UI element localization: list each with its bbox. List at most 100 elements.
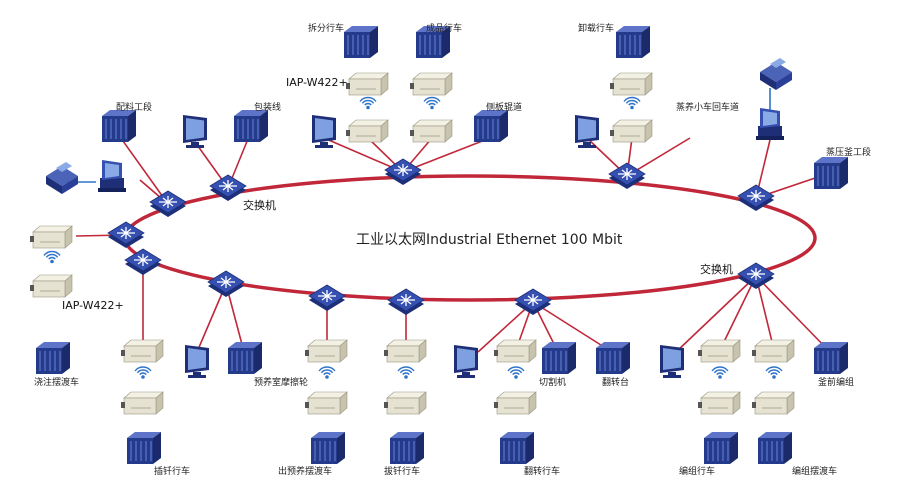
- printer-icon: [46, 162, 78, 194]
- workstation-icon: [756, 108, 784, 140]
- monitor-icon: [454, 345, 478, 378]
- switch-icon: [308, 284, 346, 311]
- wifi-icon: [711, 366, 729, 379]
- access-point-icon: [384, 339, 427, 363]
- server-icon: [542, 342, 576, 374]
- monitor-icon: [660, 345, 684, 378]
- monitor-icon: [183, 115, 207, 148]
- server-icon: [474, 110, 508, 142]
- switch-icon: [384, 158, 422, 185]
- access-point-icon: [752, 391, 795, 415]
- label-baozhuang: 包装线: [254, 103, 282, 113]
- label-bianzubaidu: 编组摆渡车: [792, 467, 838, 477]
- wifi-icon: [423, 96, 441, 110]
- access-point-icon: [410, 72, 453, 96]
- access-point-icon: [494, 339, 537, 363]
- monitor-icon: [312, 115, 336, 148]
- link-line: [225, 283, 245, 353]
- server-icon: [704, 432, 738, 464]
- access-point-icon: [698, 339, 741, 363]
- wifi-icon: [318, 366, 336, 379]
- server-icon: [416, 26, 450, 58]
- link-line: [117, 133, 169, 205]
- access-point-icon: [346, 72, 389, 96]
- access-point-icon: [305, 339, 348, 363]
- network-nodes: [30, 26, 848, 464]
- access-point-icon: [610, 72, 653, 96]
- access-point-icon: [610, 119, 653, 143]
- server-icon: [311, 432, 345, 464]
- label-zhengyang: 蒸养小车回车道: [676, 103, 740, 113]
- switch-icon: [107, 221, 145, 248]
- server-icon: [596, 342, 630, 374]
- label-chuyu: 出预养摆渡车: [278, 467, 333, 477]
- server-icon: [228, 342, 262, 374]
- switch-icon: [737, 184, 775, 211]
- access-point-icon: [410, 119, 453, 143]
- label-switch-right: 交换机: [700, 263, 733, 276]
- switch-icon: [149, 190, 187, 217]
- access-point-icon: [346, 119, 389, 143]
- label-peiliao: 配料工段: [116, 103, 153, 113]
- link-line: [323, 137, 404, 173]
- access-point-icon: [698, 391, 741, 415]
- link-line: [196, 283, 227, 353]
- server-icon: [127, 432, 161, 464]
- server-icon: [814, 157, 848, 189]
- link-line: [532, 301, 613, 353]
- server-icon: [390, 432, 424, 464]
- workstation-icon: [98, 160, 126, 192]
- server-icon: [616, 26, 650, 58]
- label-iap-top: IAP-W422+: [286, 76, 348, 89]
- printer-icon: [760, 58, 792, 90]
- server-icon: [36, 342, 70, 374]
- label-chaifen: 拆分行车: [308, 24, 345, 34]
- label-switch-left: 交换机: [243, 199, 276, 212]
- server-icon: [814, 342, 848, 374]
- label-chaqian: 插钎行车: [154, 467, 191, 477]
- access-point-icon: [30, 274, 73, 298]
- server-icon: [344, 26, 378, 58]
- link-line: [402, 137, 491, 173]
- switch-icon: [124, 248, 162, 275]
- access-point-icon: [121, 339, 164, 363]
- access-point-icon: [305, 391, 348, 415]
- link-line: [675, 275, 757, 353]
- wifi-icon: [43, 250, 61, 264]
- label-xiezai: 卸载行车: [578, 24, 615, 34]
- access-point-icon: [121, 391, 164, 415]
- access-point-icon: [752, 339, 795, 363]
- label-chengpin: 成品行车: [426, 24, 463, 34]
- label-baqian: 拔钎行车: [384, 467, 421, 477]
- server-icon: [758, 432, 792, 464]
- link-line: [755, 275, 775, 351]
- label-zhengya: 蒸压釜工段: [826, 148, 872, 158]
- label-qiege: 切割机: [539, 378, 567, 388]
- server-icon: [102, 110, 136, 142]
- label-bianzu: 编组行车: [679, 467, 716, 477]
- switch-icon: [608, 162, 646, 189]
- label-yuyang: 预养室摩擦轮: [254, 378, 309, 388]
- wifi-icon: [359, 96, 377, 110]
- access-point-icon: [30, 225, 73, 249]
- label-fanzhuan: 翻转行车: [524, 467, 561, 477]
- switch-icon: [207, 270, 245, 297]
- label-cebanguan: 侧板辊道: [486, 103, 523, 113]
- wifi-icon: [765, 366, 783, 379]
- access-point-icon: [384, 391, 427, 415]
- switch-icon: [737, 262, 775, 289]
- network-title: 工业以太网Industrial Ethernet 100 Mbit: [356, 232, 623, 248]
- switch-icon: [209, 174, 247, 201]
- wifi-icon: [134, 366, 152, 379]
- link-line: [477, 301, 534, 353]
- label-fanzhuantai: 翻转台: [602, 378, 630, 388]
- label-iap-left: IAP-W422+: [62, 299, 124, 312]
- label-jiaozhu: 浇注摆渡车: [34, 378, 80, 388]
- monitor-icon: [185, 345, 209, 378]
- switch-icon: [387, 288, 425, 315]
- wifi-icon: [397, 366, 415, 379]
- server-icon: [234, 110, 268, 142]
- wifi-icon: [623, 96, 641, 110]
- monitor-icon: [575, 115, 599, 148]
